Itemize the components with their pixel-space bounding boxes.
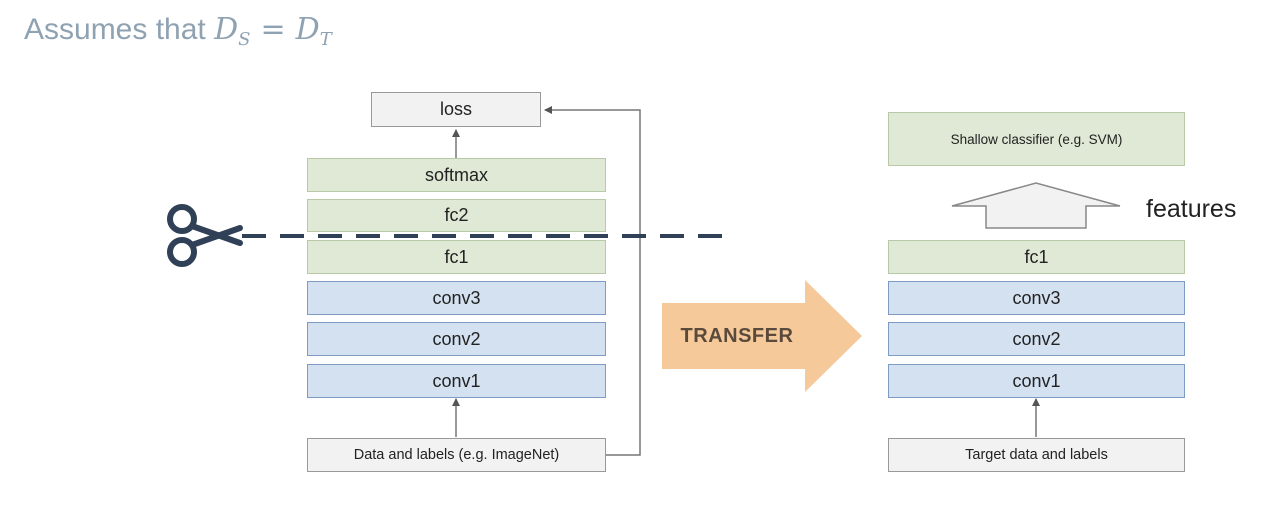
equation-lhs-subscript: S <box>238 29 251 50</box>
source-conv3-layer: conv3 <box>307 281 606 315</box>
source-conv2-layer: conv2 <box>307 322 606 356</box>
source-conv1-layer: conv1 <box>307 364 606 398</box>
features-arrow <box>951 182 1121 229</box>
transfer-arrow <box>662 280 862 392</box>
equation-rhs-subscript: T <box>319 29 332 50</box>
target-conv2-layer: conv2 <box>888 322 1185 356</box>
title-prefix: Assumes that <box>24 13 206 46</box>
target-data-box: Target data and labels <box>888 438 1185 472</box>
source-fc2-layer: fc2 <box>307 199 606 232</box>
arrow-labels-to-loss <box>544 106 641 456</box>
target-conv3-layer: conv3 <box>888 281 1185 315</box>
features-label: features <box>1146 195 1237 223</box>
slide-title: Assumes that DS=DT <box>24 8 332 52</box>
source-fc1-layer: fc1 <box>307 240 606 274</box>
target-classifier-box: Shallow classifier (e.g. SVM) <box>888 112 1185 166</box>
source-softmax-layer: softmax <box>307 158 606 192</box>
target-fc1-layer: fc1 <box>888 240 1185 274</box>
source-data-box: Data and labels (e.g. ImageNet) <box>307 438 606 472</box>
equation-operator: = <box>260 12 286 47</box>
target-conv1-layer: conv1 <box>888 364 1185 398</box>
equation-rhs: D <box>295 12 320 47</box>
transfer-label: TRANSFER <box>680 324 794 347</box>
source-loss-layer: loss <box>371 92 541 127</box>
equation-lhs: D <box>214 12 239 47</box>
title-equation: DS=DT <box>214 12 332 50</box>
scissors-icon <box>167 204 243 267</box>
